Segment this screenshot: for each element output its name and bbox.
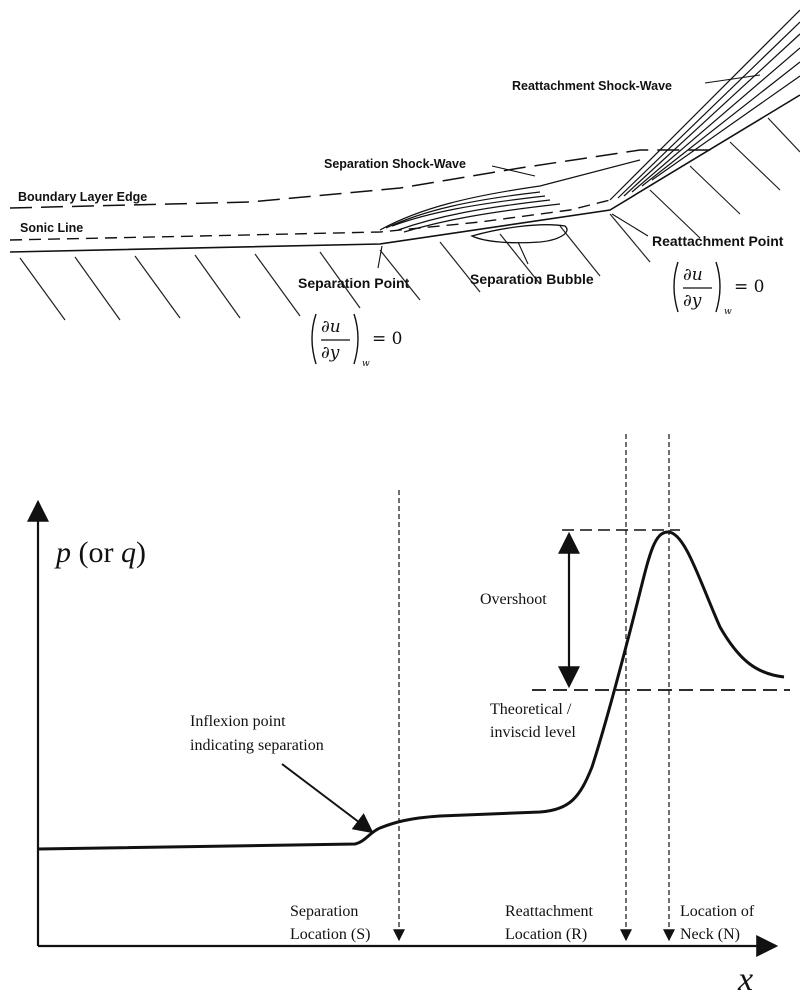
inflexion-label-line2: indicating separation	[190, 737, 324, 754]
sonic-line-label: Sonic Line	[20, 221, 83, 235]
reattachment-shock-label: Reattachment Shock-Wave	[512, 79, 672, 93]
y-axis-label: p (or q)	[54, 536, 146, 569]
separation-location-label-line1: Separation	[290, 903, 358, 920]
separation-location-label-line2: Location (S)	[290, 926, 370, 943]
wall-surface	[9, 94, 800, 253]
reattachment-point-label: Reattachment Point	[652, 233, 784, 249]
y-axis-label-close: )	[136, 536, 146, 569]
flow-schematic: Reattachment Shock-Wave Separation Shock…	[0, 0, 800, 372]
boundary-layer-edge-line	[9, 149, 715, 209]
dy-denominator-right: ∂y	[683, 291, 702, 311]
separation-bubble-label: Separation Bubble	[470, 271, 594, 287]
inflexion-arrow	[281, 763, 374, 834]
separation-point-label: Separation Point	[298, 275, 410, 291]
wall-hatching	[19, 117, 800, 321]
inflexion-label-line1: Inflexion point	[190, 713, 286, 730]
wall-subscript-left: w	[362, 359, 370, 369]
equals-zero-left: = 0	[372, 329, 402, 349]
flow-schematic-svg: Reattachment Shock-Wave Separation Shock…	[9, 9, 800, 369]
neck-location-label-line2: Neck (N)	[680, 926, 740, 943]
x-axis-label: x	[737, 961, 753, 995]
neck-location-label-line1: Location of	[680, 903, 755, 920]
dy-denominator-left: ∂y	[321, 343, 340, 363]
separation-shock-fan	[379, 159, 641, 233]
y-axis-label-p: p	[54, 536, 71, 569]
wall-subscript-right: w	[724, 307, 732, 317]
theoretical-label-line1: Theoretical /	[490, 701, 572, 718]
pressure-distribution-svg: p (or q) x Inflexion point indicating se…	[27, 434, 790, 995]
theoretical-label-line2: inviscid level	[490, 724, 576, 741]
separation-shock-label: Separation Shock-Wave	[324, 157, 466, 171]
wall-condition-separation: ∂u ∂y w = 0	[311, 313, 402, 369]
separation-bubble-outline	[470, 224, 568, 244]
wall-condition-reattachment: ∂u ∂y w = 0	[673, 261, 764, 317]
equals-zero-right: = 0	[734, 277, 764, 297]
sonic-line	[9, 199, 611, 241]
y-axis-label-paren: (or	[71, 536, 121, 569]
reattachment-location-label-line2: Location (R)	[505, 926, 587, 943]
pressure-distribution: p (or q) x Inflexion point indicating se…	[0, 372, 800, 995]
du-numerator-left: ∂u	[321, 317, 341, 337]
reattachment-shock-fan	[609, 9, 800, 201]
boundary-layer-edge-label: Boundary Layer Edge	[18, 190, 147, 204]
label-pointers	[377, 74, 761, 269]
reattachment-location-label-line1: Reattachment	[505, 903, 594, 920]
y-axis-label-q: q	[121, 536, 136, 569]
overshoot-label: Overshoot	[480, 591, 547, 608]
pressure-curve	[37, 530, 785, 851]
du-numerator-right: ∂u	[683, 265, 703, 285]
